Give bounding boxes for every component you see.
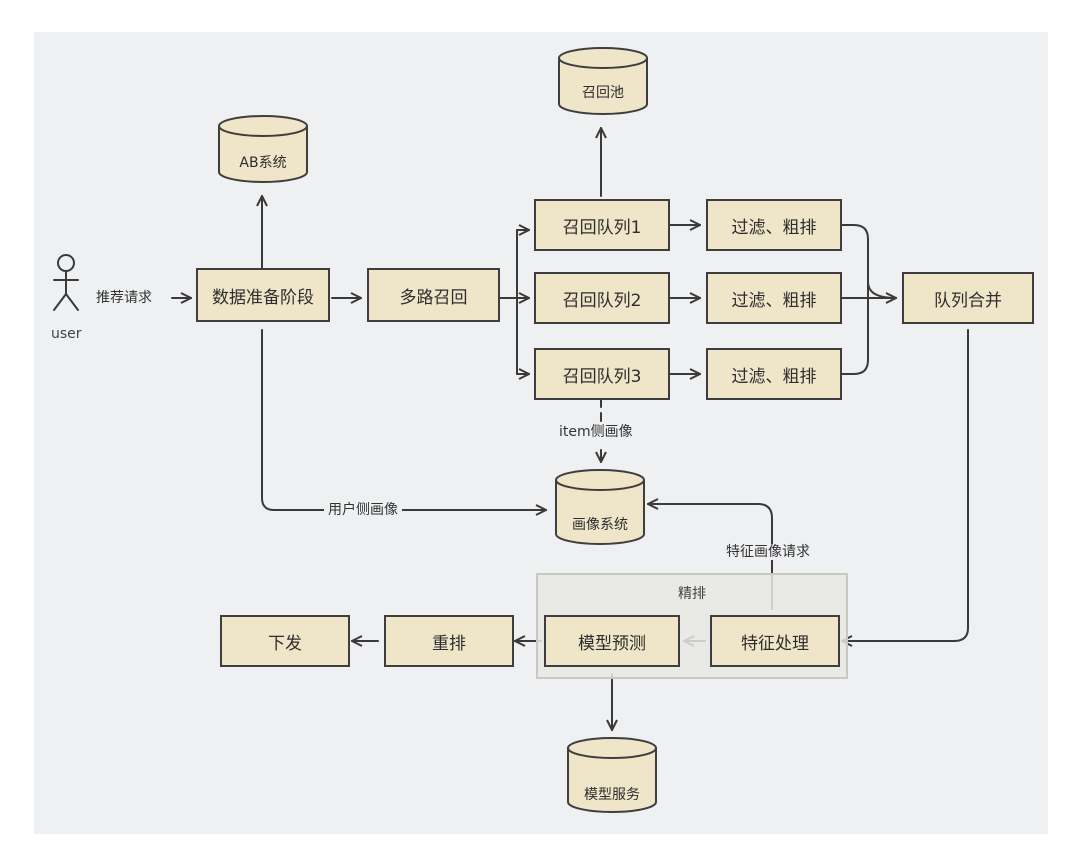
user-actor-label: user [51,326,82,342]
db-profile-system[interactable]: 画像系统 [554,468,646,548]
node-model-predict[interactable]: 模型预测 [544,615,680,667]
node-recall-queue-2[interactable]: 召回队列2 [534,272,670,324]
edge-fan-out [499,229,518,375]
ranking-group-label: 精排 [678,586,706,602]
db-recall-pool-label: 召回池 [582,85,624,101]
edge-user-profile [261,329,547,510]
node-filter-1[interactable]: 过滤、粗排 [706,199,842,251]
node-recall-queue-1[interactable]: 召回队列1 [534,199,670,251]
edges-layer [53,127,969,731]
node-filter-2[interactable]: 过滤、粗排 [706,272,842,324]
user-actor-icon [53,254,79,311]
db-profile-system-label: 画像系统 [572,517,628,533]
db-ab-system[interactable]: AB系统 [217,114,309,184]
node-data-prep[interactable]: 数据准备阶段 [196,268,330,322]
edge-label-recommend-request: 推荐请求 [96,290,152,306]
node-recall-queue-3[interactable]: 召回队列3 [534,348,670,400]
database-icon [218,115,308,183]
node-multi-recall[interactable]: 多路召回 [367,268,500,322]
node-rerank[interactable]: 重排 [384,615,514,667]
node-filter-3[interactable]: 过滤、粗排 [706,348,842,400]
db-model-service-label: 模型服务 [584,787,640,803]
edge-merge-in [841,224,897,375]
db-model-service[interactable]: 模型服务 [566,736,658,816]
db-ab-system-label: AB系统 [239,155,287,171]
edge-merge-feature [841,329,969,641]
database-icon [555,469,645,545]
node-dispatch[interactable]: 下发 [220,615,350,667]
db-recall-pool[interactable]: 召回池 [557,46,649,116]
database-icon [558,47,648,115]
edge-label-feature-profile-request: 特征画像请求 [722,544,814,560]
database-icon [567,737,657,813]
edge-label-user-profile: 用户侧画像 [324,502,402,518]
node-queue-merge[interactable]: 队列合并 [902,272,1034,324]
edge-feature-request [647,504,773,610]
edge-label-item-profile: item侧画像 [555,424,637,440]
diagram-canvas: 精排 数据准备阶段 多路召回 召回队列1 召回队列2 召回队列3 过滤、粗排 过… [34,32,1048,834]
node-feature-processing[interactable]: 特征处理 [710,615,840,667]
